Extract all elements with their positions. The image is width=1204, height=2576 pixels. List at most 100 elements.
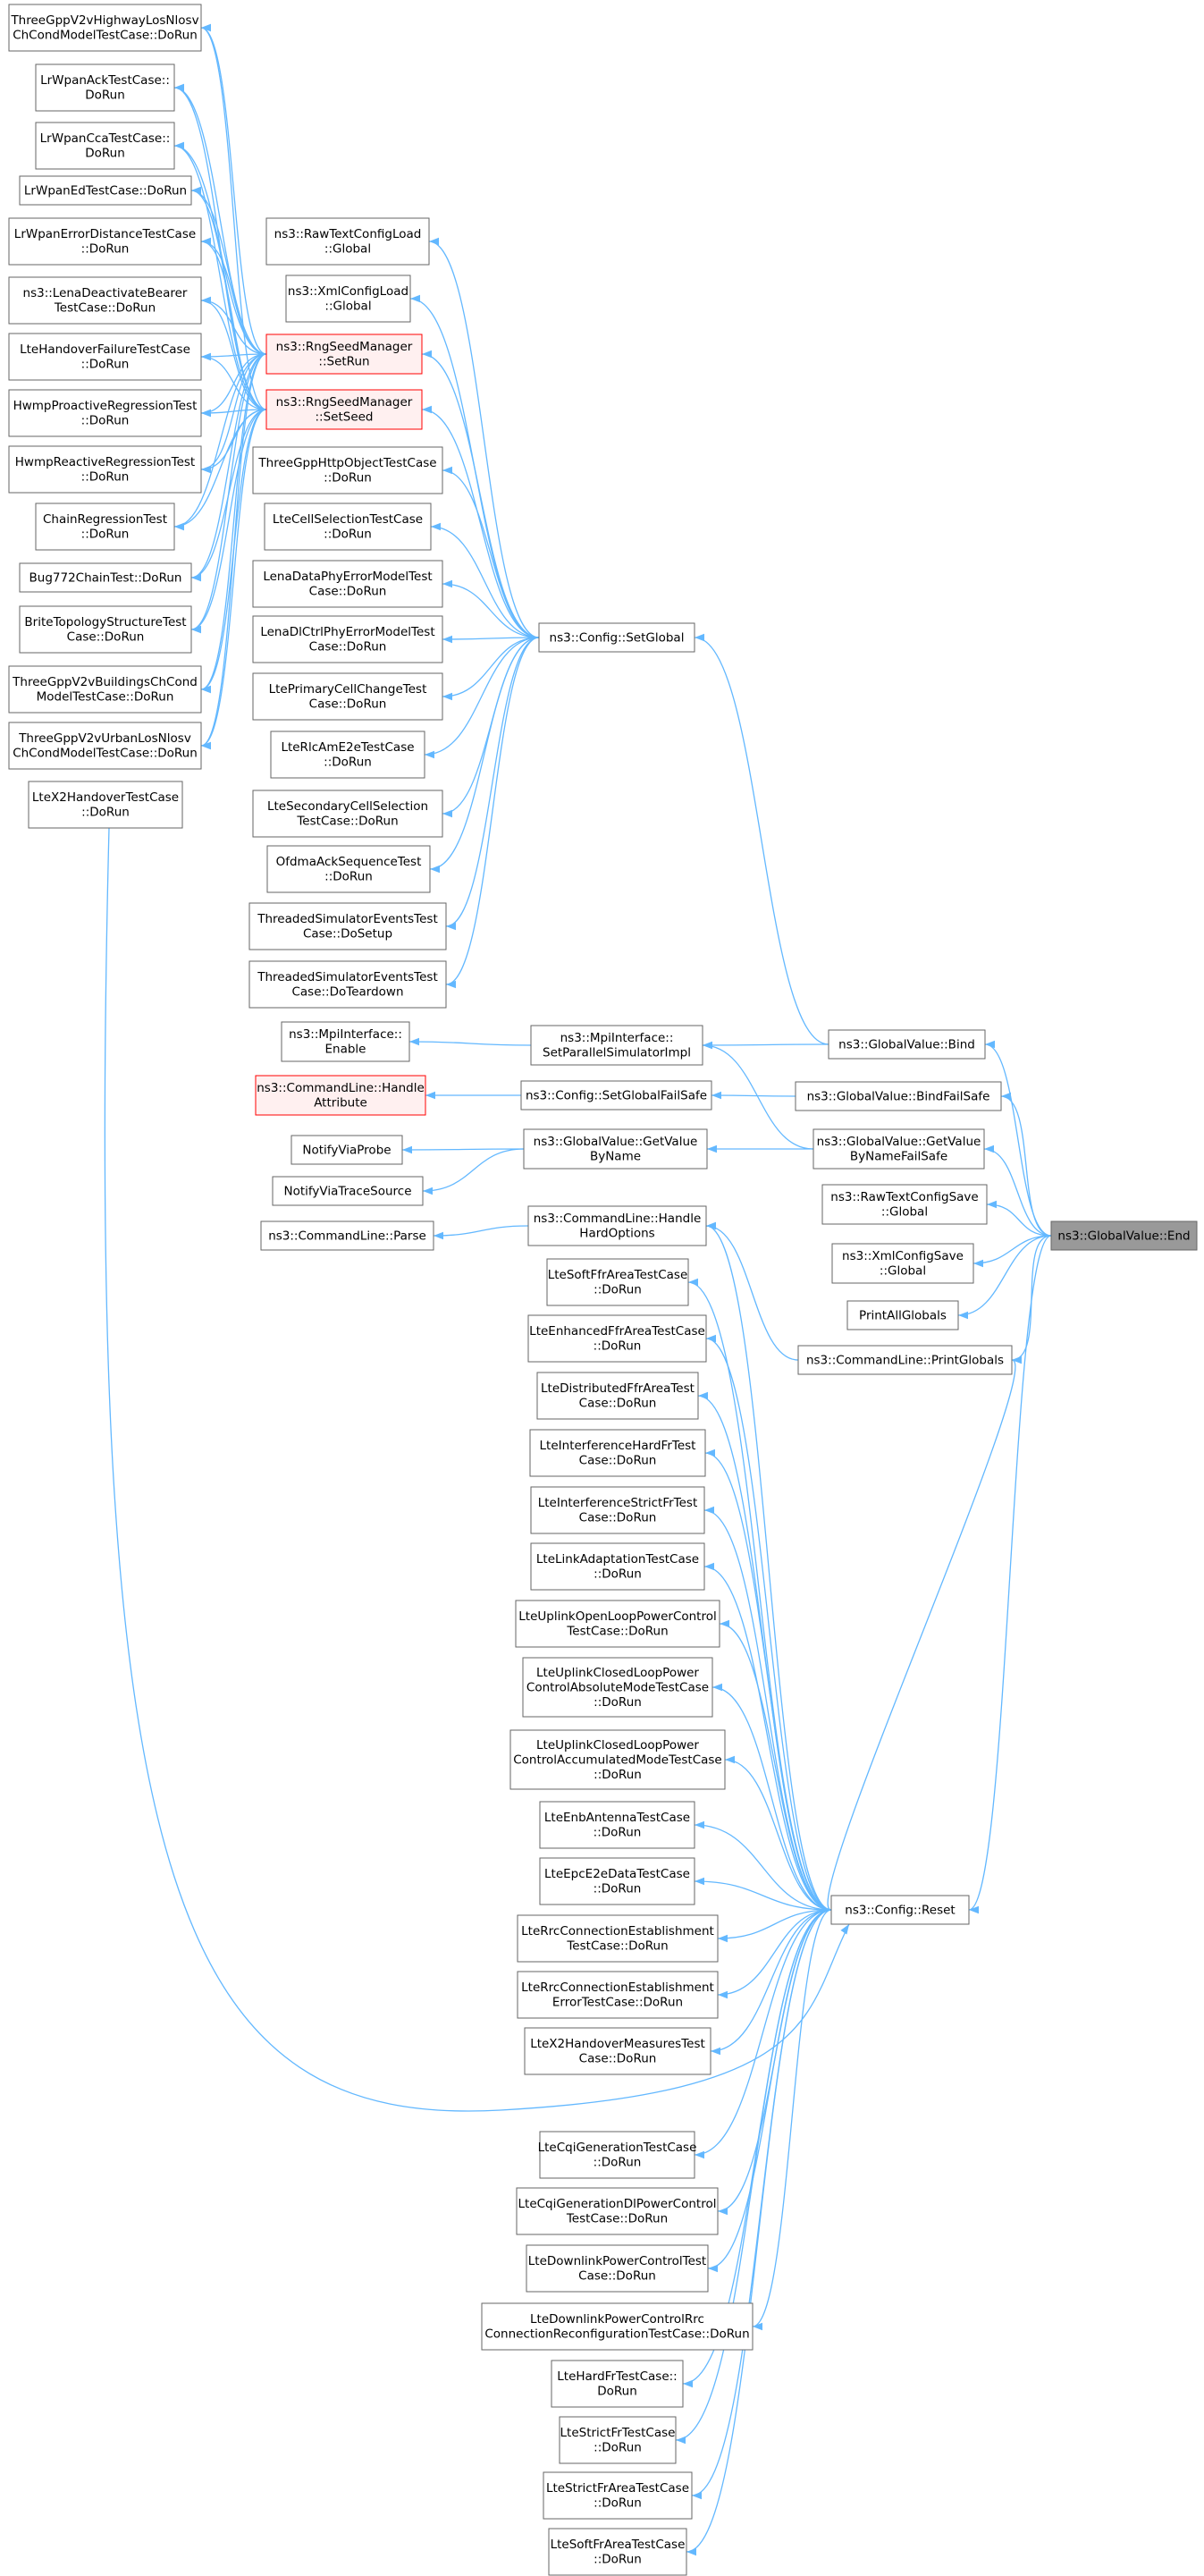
call-edge-arrow (705, 1448, 715, 1457)
graph-node-cellsel[interactable]: LteCellSelectionTestCase::DoRun (264, 503, 432, 551)
graph-node-r21[interactable]: LteSoftFrAreaTestCase::DoRun (548, 2528, 687, 2576)
graph-node-r1[interactable]: LteEnhancedFfrAreaTestCase::DoRun (527, 1314, 707, 1363)
graph-node-notifytrace[interactable]: NotifyViaTraceSource (272, 1176, 424, 1206)
graph-node-r14[interactable]: LteCqiGenerationTestCase::DoRun (538, 2131, 697, 2179)
graph-node-n14[interactable]: LteX2HandoverTestCase::DoRun (28, 781, 183, 829)
node-box (8, 389, 202, 437)
node-label: LteUplinkOpenLoopPowerControl (518, 1609, 717, 1624)
node-box (35, 63, 175, 112)
node-label: ControlAbsoluteModeTestCase (526, 1680, 709, 1694)
call-edge-arrow (695, 2150, 704, 2159)
graph-node-setglobalfs[interactable]: ns3::Config::SetGlobalFailSafe (520, 1080, 712, 1111)
graph-node-printglobals[interactable]: ns3::CommandLine::PrintGlobals (797, 1345, 1013, 1375)
call-edge (190, 190, 267, 355)
graph-node-n8[interactable]: HwmpReactiveRegressionTest::DoRun (8, 445, 202, 494)
graph-node-r8[interactable]: LteUplinkClosedLoopPowerControlAccumulat… (509, 1729, 726, 1790)
call-edge (104, 827, 850, 2112)
graph-node-rlcam[interactable]: LteRlcAmE2eTestCase::DoRun (270, 731, 425, 779)
node-box (523, 1128, 708, 1170)
graph-node-gvbind[interactable]: ns3::GlobalValue::Bind (828, 1029, 986, 1060)
graph-node-httpobj[interactable]: ThreeGppHttpObjectTestCase::DoRun (252, 446, 443, 494)
graph-node-n6[interactable]: LteHandoverFailureTestCase::DoRun (8, 333, 202, 381)
graph-node-gvbindfs[interactable]: ns3::GlobalValue::BindFailSafe (795, 1081, 1002, 1111)
graph-node-n4[interactable]: LrWpanErrorDistanceTestCase::DoRun (8, 217, 202, 266)
graph-edges (104, 23, 1052, 2556)
node-box (546, 1258, 689, 1306)
graph-node-r6[interactable]: LteUplinkOpenLoopPowerControlTestCase::D… (515, 1600, 720, 1648)
node-box (252, 790, 443, 838)
node-box (19, 605, 192, 654)
graph-node-n13[interactable]: ThreeGppV2vUrbanLosNlosvChCondModelTestC… (8, 722, 202, 770)
node-label: ThreeGppV2vHighwayLosNlosv (10, 13, 198, 28)
graph-node-ofdma[interactable]: OfdmaAckSequenceTest::DoRun (266, 845, 431, 893)
graph-node-n0[interactable]: ThreeGppV2vHighwayLosNlosvChCondModelTes… (8, 4, 202, 52)
graph-node-r9[interactable]: LteEnbAntennaTestCase::DoRun (539, 1801, 695, 1849)
call-edge-arrow (402, 1145, 412, 1154)
graph-node-setglobal[interactable]: ns3::Config::SetGlobal (538, 622, 695, 653)
graph-node-r19[interactable]: LteStrictFrTestCase::DoRun (559, 2416, 677, 2464)
node-box (264, 503, 432, 551)
graph-node-xmlload[interactable]: ns3::XmlConfigLoad::Global (285, 274, 411, 323)
graph-node-printall[interactable]: PrintAllGlobals (846, 1300, 959, 1330)
graph-node-gvend[interactable]: ns3::GlobalValue::End (1050, 1220, 1198, 1251)
graph-node-r0[interactable]: LteSoftFfrAreaTestCase::DoRun (546, 1258, 689, 1306)
graph-node-n12[interactable]: ThreeGppV2vBuildingsChCondModelTestCase:… (8, 665, 202, 714)
call-edge (1000, 1095, 1052, 1237)
graph-node-r20[interactable]: LteStrictFrAreaTestCase::DoRun (543, 2471, 693, 2520)
graph-node-rawload[interactable]: ns3::RawTextConfigLoad::Global (265, 217, 430, 266)
graph-node-r5[interactable]: LteLinkAdaptationTestCase::DoRun (530, 1542, 705, 1591)
graph-node-r7[interactable]: LteUplinkClosedLoopPowerControlAbsoluteM… (522, 1657, 713, 1718)
graph-node-rawsave[interactable]: ns3::RawTextConfigSave::Global (821, 1184, 988, 1225)
graph-node-setrun[interactable]: ns3::RngSeedManager::SetRun (265, 334, 423, 375)
graph-node-n1[interactable]: LrWpanAckTestCase::DoRun (35, 63, 175, 112)
graph-node-r15[interactable]: LteCqiGenerationDlPowerControlTestCase::… (516, 2187, 719, 2235)
call-edge-arrow (686, 2547, 696, 2556)
graph-node-r10[interactable]: LteEpcE2eDataTestCase::DoRun (539, 1857, 695, 1905)
graph-node-n9[interactable]: ChainRegressionTest::DoRun (35, 503, 175, 551)
graph-node-mpisetpar[interactable]: ns3::MpiInterface::SetParallelSimulatorI… (530, 1025, 703, 1066)
graph-node-r18[interactable]: LteHardFrTestCase::DoRun (551, 2360, 684, 2408)
graph-node-thrteardown[interactable]: ThreadedSimulatorEventsTestCase::DoTeard… (248, 960, 447, 1009)
node-label: TestCase::DoRun (54, 301, 156, 316)
node-label: LteSecondaryCellSelection (267, 799, 428, 814)
call-edge-arrow (1001, 1092, 1011, 1101)
graph-node-xmlsave[interactable]: ns3::XmlConfigSave::Global (831, 1243, 974, 1284)
node-label: ns3::GlobalValue::End (1057, 1229, 1190, 1243)
graph-node-r12[interactable]: LteRrcConnectionEstablishmentErrorTestCa… (517, 1971, 719, 2019)
node-label: Case::DoRun (579, 1397, 657, 1411)
graph-nodes: ThreeGppV2vHighwayLosNlosvChCondModelTes… (8, 4, 1198, 2576)
graph-node-n7[interactable]: HwmpProactiveRegressionTest::DoRun (8, 389, 202, 437)
node-label: ns3::CommandLine::Parse (268, 1229, 426, 1243)
graph-node-r17[interactable]: LteDownlinkPowerControlRrcConnectionReco… (481, 2302, 754, 2351)
graph-node-n10[interactable]: Bug772ChainTest::DoRun (19, 562, 192, 593)
call-edge (445, 637, 540, 985)
graph-node-n3[interactable]: LrWpanEdTestCase::DoRun (19, 175, 192, 206)
graph-node-n2[interactable]: LrWpanCcaTestCase::DoRun (35, 122, 175, 170)
graph-node-notifyprobe[interactable]: NotifyViaProbe (290, 1135, 403, 1165)
node-label: Case::DoTeardown (291, 985, 403, 1000)
graph-node-r11[interactable]: LteRrcConnectionEstablishmentTestCase::D… (517, 1914, 719, 1963)
node-box (530, 1486, 705, 1534)
call-edge (703, 1509, 832, 1911)
graph-node-cmdparse[interactable]: ns3::CommandLine::Parse (260, 1220, 434, 1251)
call-edge-arrow (985, 1040, 995, 1049)
graph-node-configreset[interactable]: ns3::Config::Reset (830, 1895, 970, 1925)
graph-node-setseed[interactable]: ns3::RngSeedManager::SetSeed (265, 389, 423, 430)
graph-node-mpienable[interactable]: ns3::MpiInterface::Enable (281, 1021, 410, 1062)
